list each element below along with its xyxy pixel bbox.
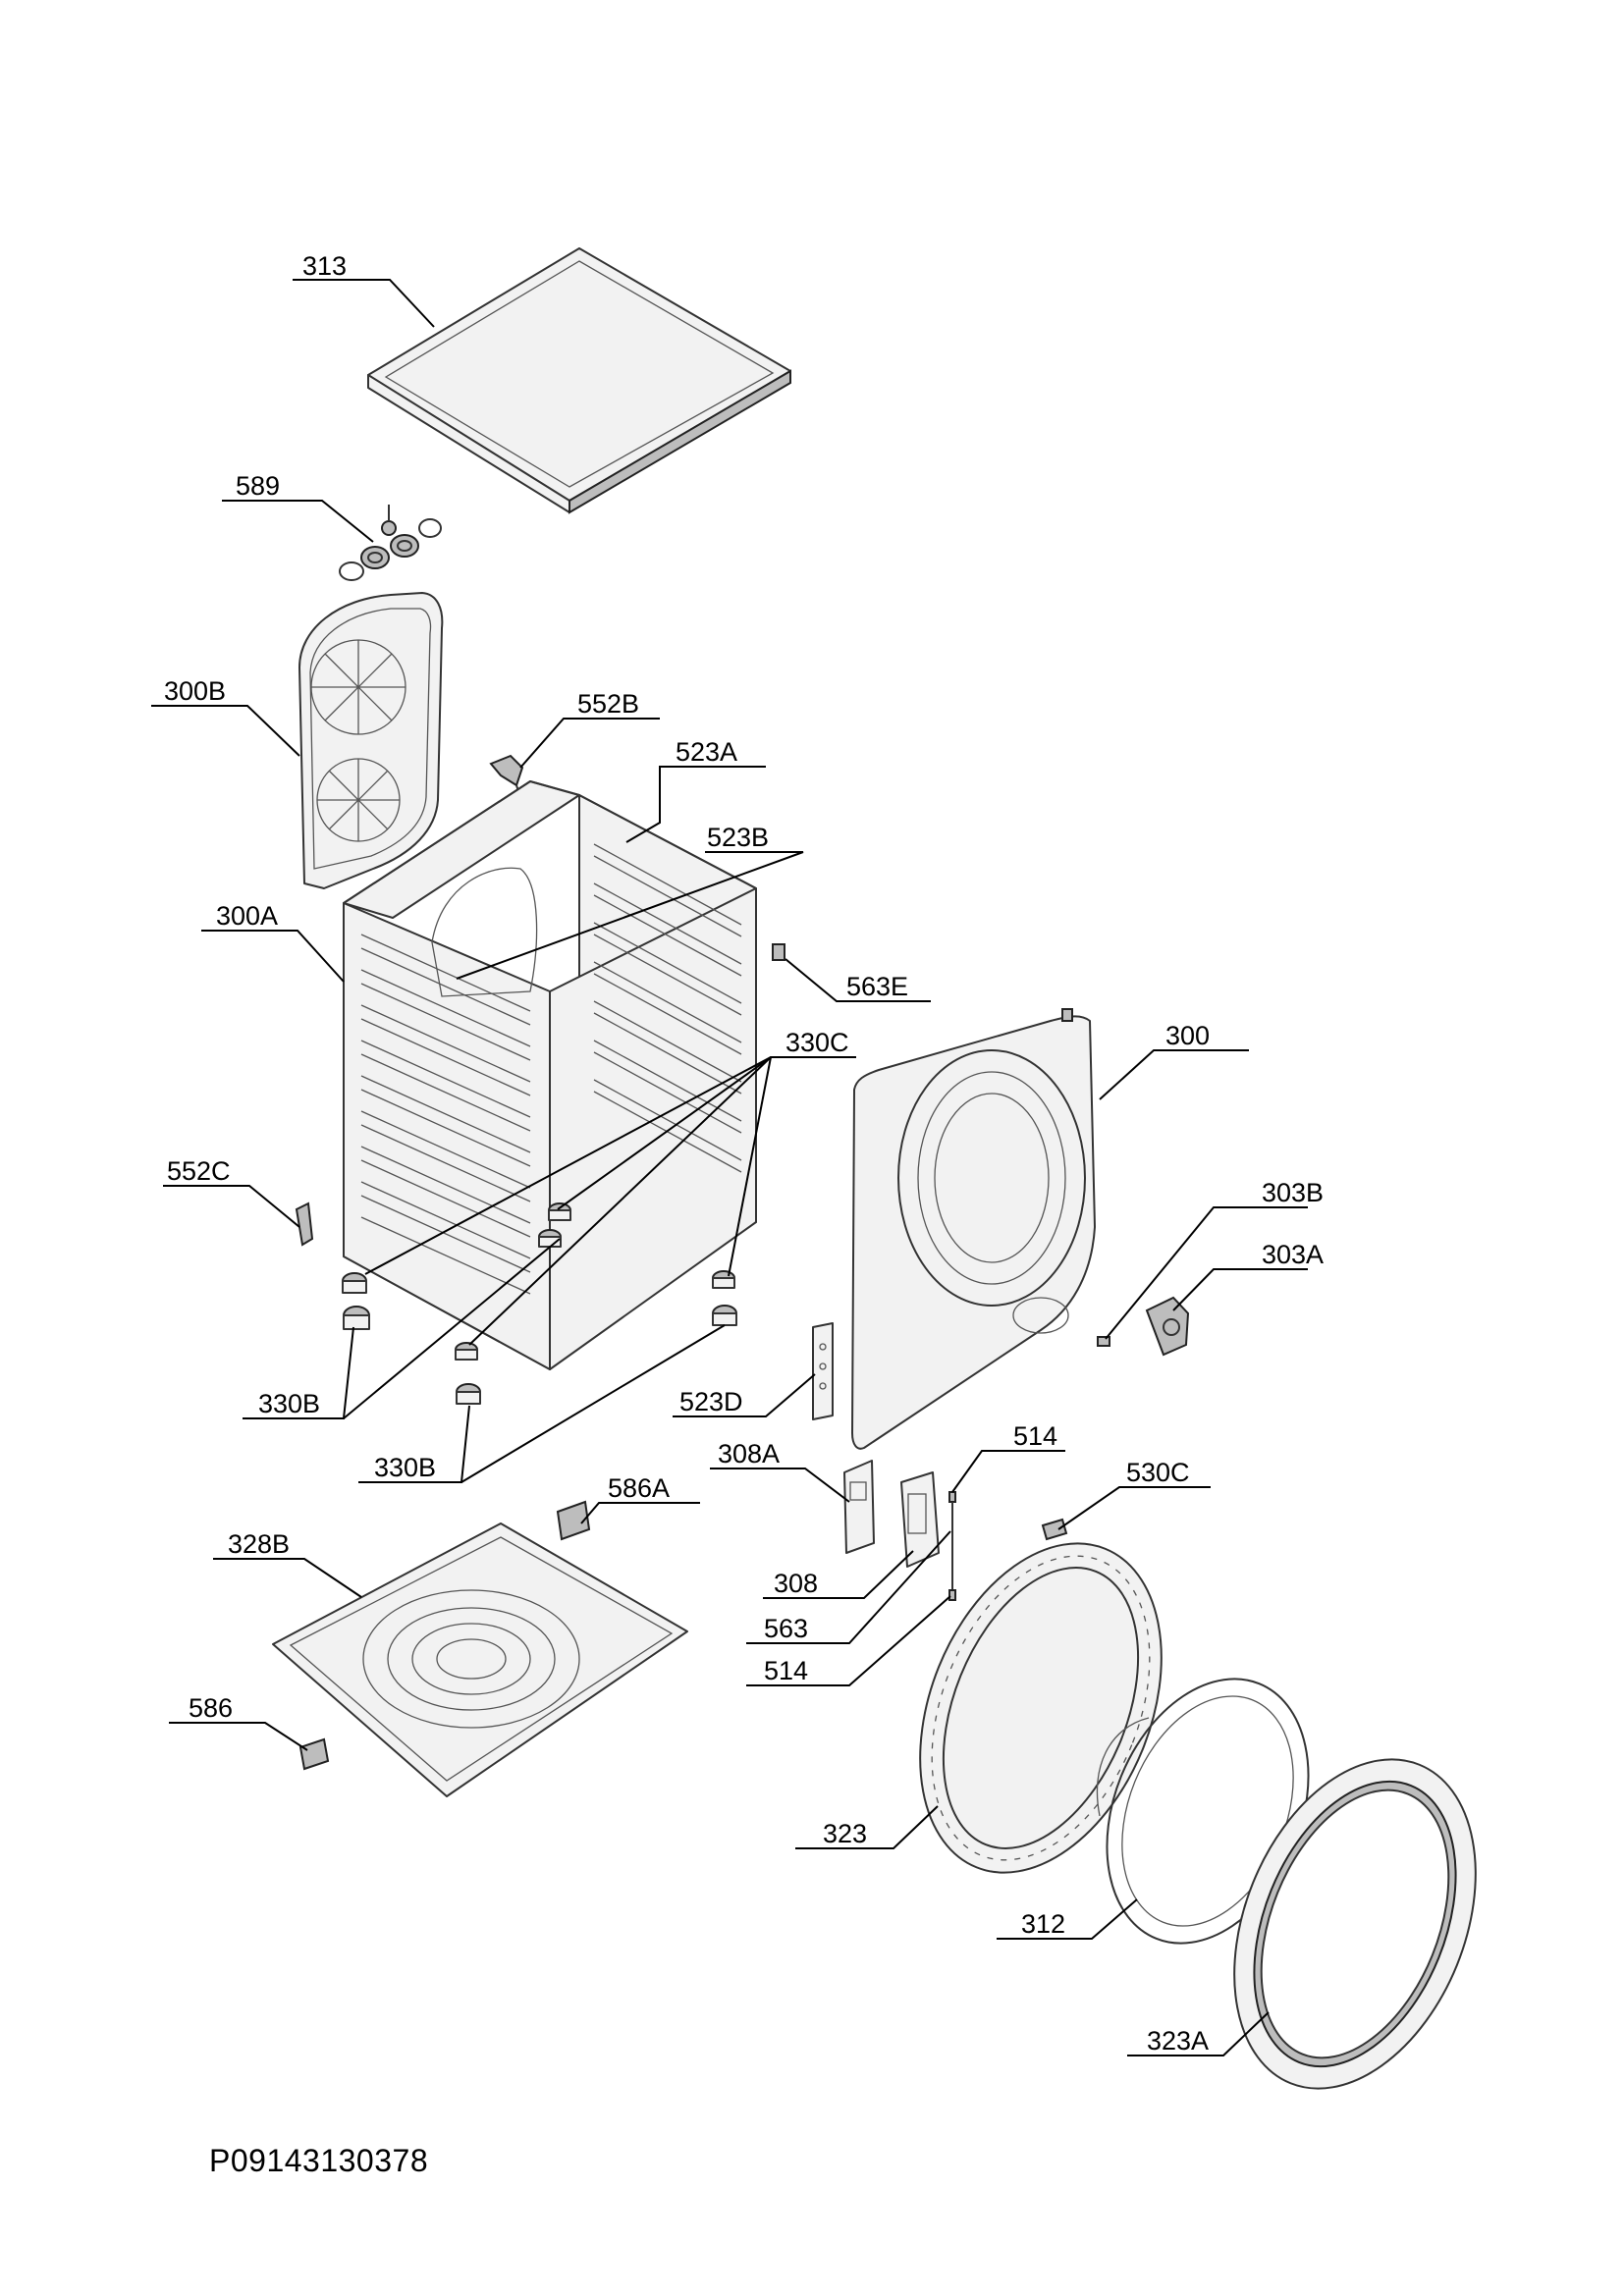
foot-3 [548,1202,571,1221]
part-323A-door-ring [1233,1758,1477,2090]
part-303A [1145,1296,1190,1357]
label-303A: 303A [1262,1240,1324,1269]
cabinet-left-ribs [360,934,531,1295]
label-523B: 523B [707,823,769,852]
label-308A: 308A [718,1439,780,1468]
part-313-top-cover [367,247,791,514]
part-300A-cabinet [343,780,757,1370]
label-330B-lower: 330B [374,1453,436,1482]
label-330B-upper: 330B [258,1389,320,1418]
part-308 [900,1471,940,1568]
label-589: 589 [236,471,280,501]
part-586 [298,1737,330,1771]
part-514-563-rod [948,1491,956,1601]
part-523D-bracket [812,1322,834,1420]
part-308A [843,1460,875,1554]
foot-6 [456,1383,481,1405]
foot-7 [712,1270,735,1289]
label-300: 300 [1165,1021,1210,1050]
part-552C-clip [295,1201,314,1247]
label-300B: 300B [164,676,226,706]
part-563E [772,943,785,961]
part-589-fittings [339,505,442,581]
part-328B-base-plate [272,1522,688,1797]
label-530C: 530C [1126,1458,1190,1487]
leader-lines [151,279,1308,2056]
label-328B: 328B [228,1529,290,1559]
label-514-upper: 514 [1013,1421,1057,1451]
part-300-front-panel [851,1008,1096,1450]
label-303B: 303B [1262,1178,1324,1207]
label-523D: 523D [679,1387,743,1416]
part-labels: 313 589 300B 552B 523A 523B 300A 563E 33… [164,251,1324,2056]
label-552B: 552B [577,689,639,719]
foot-8 [712,1305,737,1326]
label-586: 586 [189,1693,233,1723]
cabinet-right-ribs [593,843,742,1173]
foot-1 [342,1272,367,1294]
part-530C [1041,1518,1068,1541]
label-523A: 523A [676,737,737,767]
label-563E: 563E [846,972,908,1001]
label-330C: 330C [785,1028,849,1057]
part-323-door-frame [919,1542,1163,1874]
label-514-lower: 514 [764,1656,808,1685]
label-308: 308 [774,1569,818,1598]
label-313: 313 [302,251,347,281]
label-323: 323 [823,1819,867,1848]
label-552C: 552C [167,1156,231,1186]
foot-5 [455,1342,478,1361]
label-312: 312 [1021,1909,1065,1939]
part-303B [1097,1336,1110,1347]
foot-2 [343,1306,370,1330]
label-323A: 323A [1147,2026,1209,2056]
foot-4 [538,1229,562,1248]
label-586A: 586A [608,1473,670,1503]
document-code: P09143130378 [209,2143,428,2178]
label-300A: 300A [216,901,278,931]
label-563: 563 [764,1614,808,1643]
part-300B-rear-panel [298,592,444,889]
part-586A [556,1500,591,1541]
